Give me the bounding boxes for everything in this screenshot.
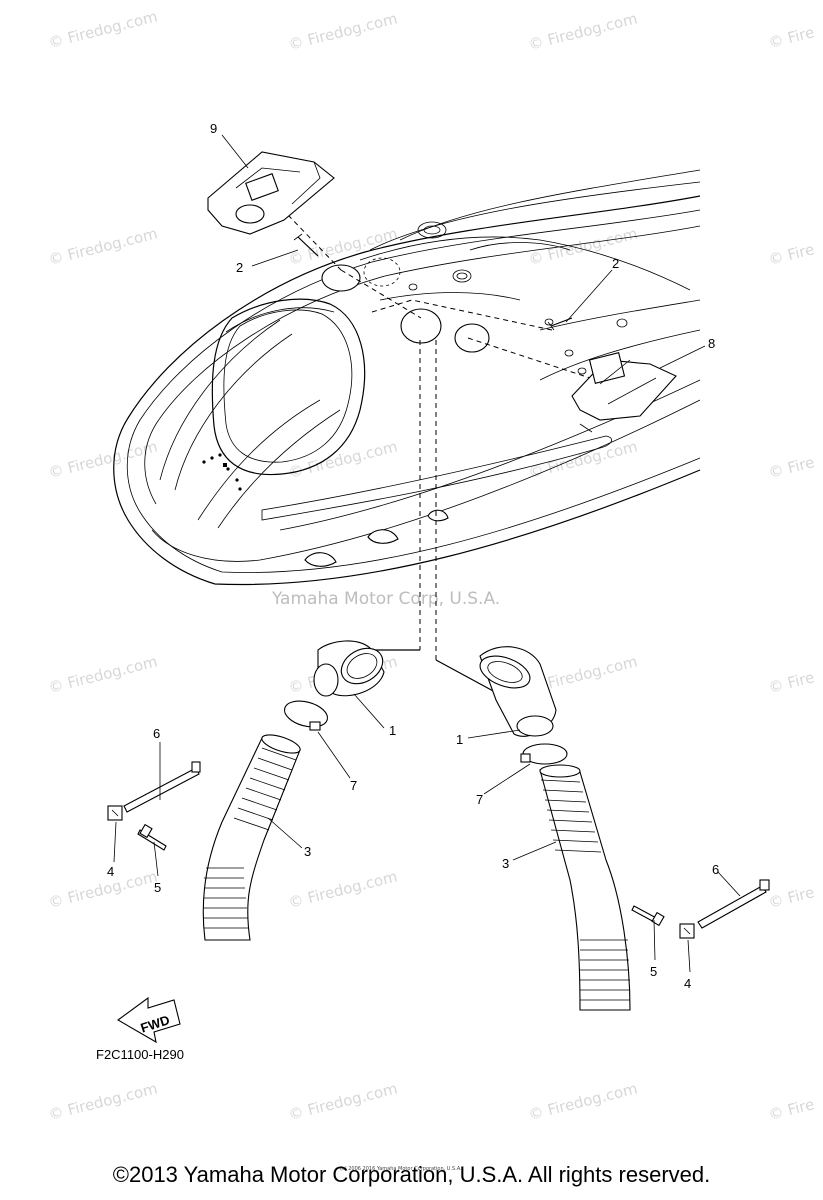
part-3-hose-right xyxy=(539,764,631,1011)
callout-8: 8 xyxy=(708,336,715,351)
part-6-cable-tie xyxy=(123,761,201,813)
callout-6: 6 xyxy=(712,862,719,877)
deck-hole xyxy=(400,308,442,344)
deck-hole xyxy=(363,257,401,287)
watermark: © Fire xyxy=(767,23,817,52)
callout-1: 1 xyxy=(389,723,396,738)
callout-6: 6 xyxy=(153,726,160,741)
deck-hole xyxy=(321,264,361,292)
watermark-vendor: Yamaha Motor Corp, U.S.A. xyxy=(271,589,500,609)
callout-2: 2 xyxy=(612,256,619,271)
part-7-clamp xyxy=(520,743,568,765)
watermark: © Firedog.com xyxy=(47,7,160,51)
callout-9: 9 xyxy=(210,121,217,136)
watermark: © Firedog.com xyxy=(287,867,400,911)
callout-2: 2 xyxy=(236,260,243,275)
part-8-bracket xyxy=(571,352,677,433)
copyright-notice: ©2013 Yamaha Motor Corporation, U.S.A. A… xyxy=(112,1162,711,1187)
callout-7: 7 xyxy=(476,792,483,807)
watermark: © Firedog.com xyxy=(527,1079,640,1123)
part-6-cable-tie xyxy=(697,879,770,929)
part-4-clip xyxy=(107,805,123,821)
deck-hole xyxy=(454,323,490,353)
watermark: © Fire xyxy=(767,453,817,482)
watermark: © Firedog.com xyxy=(527,437,640,481)
watermark: © Firedog.com xyxy=(527,9,640,53)
watermark: © Firedog.com xyxy=(527,224,640,268)
part-1-elbow-right xyxy=(479,646,557,737)
watermark: © Firedog.com xyxy=(47,652,160,696)
part-4-clip xyxy=(679,923,695,939)
part-5-rivet xyxy=(631,905,665,927)
watermark: © Fire xyxy=(767,883,817,912)
watermark: © Firedog.com xyxy=(47,1079,160,1123)
part-5-rivet xyxy=(137,823,167,851)
part-7-clamp xyxy=(283,700,329,731)
control-panel xyxy=(202,453,242,491)
callout-4: 4 xyxy=(107,864,114,879)
watermark: © Fire xyxy=(767,1095,817,1124)
part-3-hose-left xyxy=(202,734,301,941)
part-9-bracket xyxy=(207,151,335,235)
deck-hull-drawing xyxy=(113,169,701,586)
callout-4: 4 xyxy=(684,976,691,991)
watermark: © Firedog.com xyxy=(47,437,160,481)
callout-3: 3 xyxy=(304,844,311,859)
tiny-copyright-notice: (c) 2006 2016 Yamaha Motor Corporation, … xyxy=(340,1166,462,1172)
part-1-elbow-left xyxy=(313,640,385,697)
watermark: © Firedog.com xyxy=(47,867,160,911)
callout-numbers: 9 2 2 8 1 1 6 7 7 3 3 4 5 6 5 4 xyxy=(107,121,719,991)
watermark: © Firedog.com xyxy=(287,9,400,53)
watermark: © Firedog.com xyxy=(47,224,160,268)
watermark-layer: © Firedog.com © Firedog.com © Firedog.co… xyxy=(47,7,817,1123)
part-2-pin xyxy=(293,233,319,257)
callout-5: 5 xyxy=(650,964,657,979)
fwd-arrow-icon: FWD xyxy=(116,996,181,1044)
callout-3: 3 xyxy=(502,856,509,871)
watermark: © Firedog.com xyxy=(287,1079,400,1123)
leader-lines xyxy=(113,134,741,973)
assembly-lines xyxy=(287,214,591,693)
diagram-code: F2C1100-H290 xyxy=(96,1047,184,1062)
callout-1: 1 xyxy=(456,732,463,747)
watermark: © Fire xyxy=(767,240,817,269)
callout-5: 5 xyxy=(154,880,161,895)
callout-7: 7 xyxy=(350,778,357,793)
watermark: © Fire xyxy=(767,668,817,697)
